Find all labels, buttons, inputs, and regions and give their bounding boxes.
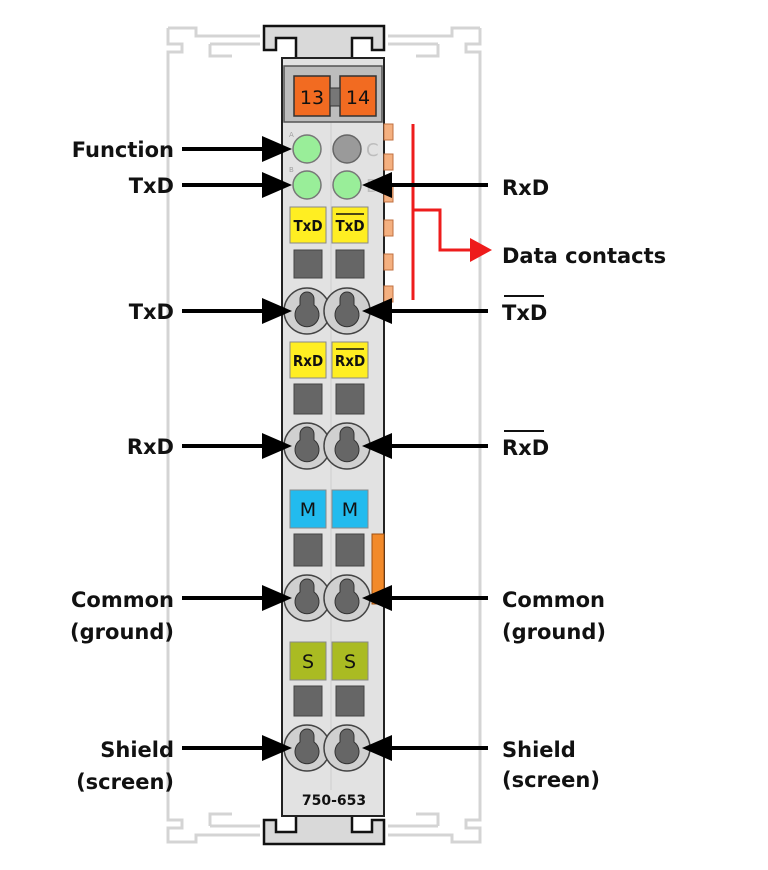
left-arrows [182, 147, 270, 750]
right-arrowheads [362, 172, 392, 761]
data-contacts [383, 123, 394, 303]
led-txd [292, 170, 322, 200]
led-function [292, 134, 322, 164]
din-rail-frame [166, 26, 482, 844]
connector-row-common [283, 574, 371, 622]
label-function: Function [72, 138, 174, 162]
data-contacts-indicator [411, 124, 474, 300]
tag-m-2: M [342, 499, 358, 521]
tag-rxd-2: RxD [335, 352, 365, 370]
label-shield-left-2: (screen) [76, 770, 174, 794]
label-shield-left-1: Shield [100, 738, 174, 762]
terminal-14 [339, 75, 377, 117]
tag-m-1: M [300, 499, 316, 521]
tag-txd-1: TxD [293, 217, 322, 235]
label-data-contacts: Data contacts [502, 244, 666, 268]
label-rxd-inverted: RxD [502, 436, 549, 460]
shield-tags: S S [289, 641, 369, 717]
terminal-13-label: 13 [300, 87, 324, 109]
label-shield-right-1: Shield [502, 738, 576, 762]
led-letter-a: A [289, 131, 294, 139]
label-rxd-led: RxD [502, 176, 549, 200]
connector-row-txd [283, 287, 371, 335]
led-panel: C D A B [289, 131, 380, 200]
tag-s-2: S [344, 651, 356, 673]
connector-row-shield [283, 724, 371, 772]
led-letter-c: C [366, 140, 379, 161]
module-top-clip [262, 24, 386, 62]
led-rxd [332, 170, 362, 200]
label-common-right-2: (ground) [502, 620, 606, 644]
led-letter-b: B [289, 166, 294, 174]
terminal-block: 13 14 [283, 65, 383, 123]
label-txd-led: TxD [129, 174, 174, 198]
common-tags: M M [289, 489, 369, 567]
data-contacts-arrowhead [470, 238, 492, 262]
label-txd-inverted: TxD [502, 301, 547, 325]
right-arrows [384, 183, 488, 750]
label-common-left-2: (ground) [70, 620, 174, 644]
part-number: 750-653 [302, 793, 366, 809]
connector-row-rxd [283, 422, 371, 470]
label-shield-right-2: (screen) [502, 768, 600, 792]
label-common-left-1: Common [71, 588, 174, 612]
tag-s-1: S [302, 651, 314, 673]
tag-rxd-1: RxD [293, 352, 323, 370]
txd-tags: TxD TxD [289, 206, 369, 279]
tag-txd-2: TxD [335, 217, 364, 235]
terminal-13 [293, 75, 331, 117]
rxd-tags: RxD RxD [289, 341, 369, 415]
left-arrowheads [262, 136, 292, 761]
label-rxd: RxD [127, 435, 174, 459]
terminal-14-label: 14 [346, 87, 370, 109]
label-txd: TxD [129, 300, 174, 324]
label-common-right-1: Common [502, 588, 605, 612]
led-c [332, 134, 362, 164]
